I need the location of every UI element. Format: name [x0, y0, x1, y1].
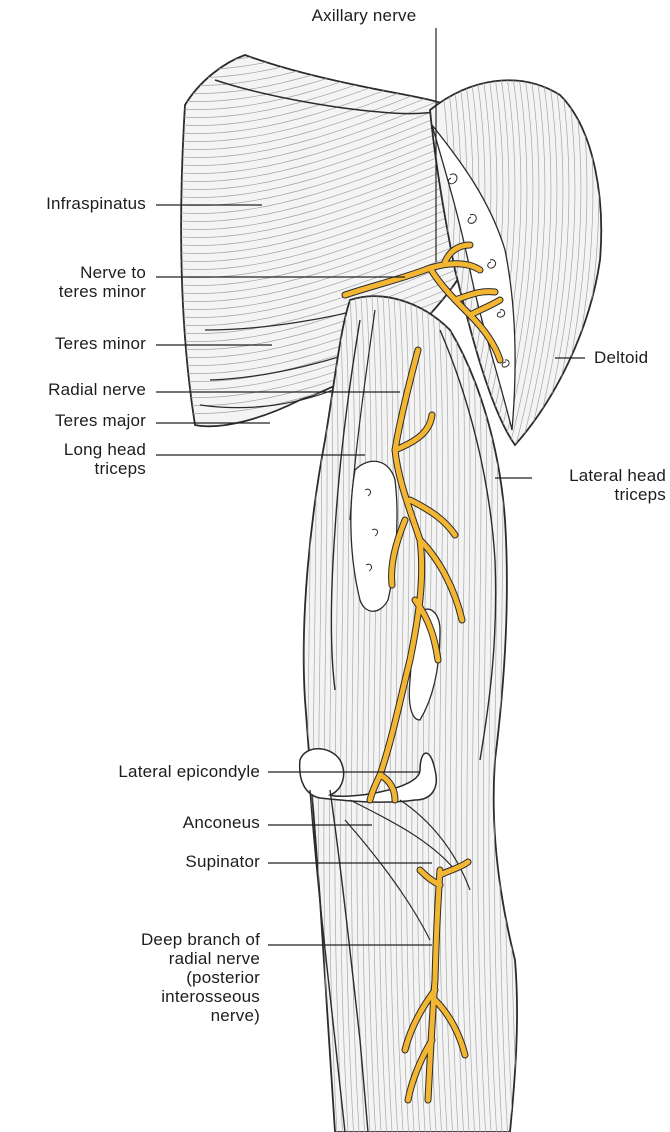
label-teres-minor: Teres minor [0, 334, 146, 353]
label-long-head-triceps: Long head triceps [0, 440, 146, 478]
label-nerve-to-teres-minor: Nerve to teres minor [0, 263, 146, 301]
arm-muscles [300, 290, 525, 1132]
label-lateral-epicondyle: Lateral epicondyle [40, 762, 260, 781]
label-supinator: Supinator [40, 852, 260, 871]
label-teres-major: Teres major [0, 411, 146, 430]
label-radial-nerve: Radial nerve [0, 380, 146, 399]
label-lateral-head-triceps: Lateral head triceps [520, 466, 666, 504]
label-deltoid: Deltoid [594, 348, 668, 367]
label-anconeus: Anconeus [40, 813, 260, 832]
label-infraspinatus: Infraspinatus [0, 194, 146, 213]
label-deep-branch-of-radial-nerve: Deep branch of radial nerve (posterior i… [40, 930, 260, 1025]
label-axillary-nerve: Axillary nerve [288, 6, 440, 25]
